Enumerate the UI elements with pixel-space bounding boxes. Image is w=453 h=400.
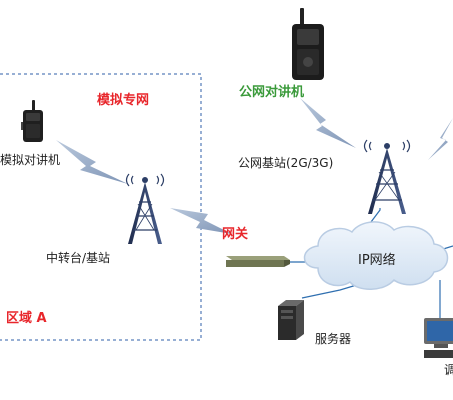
repeater-label: 中转台/基站 bbox=[46, 251, 111, 265]
region-a-zone-label: 区域 A bbox=[6, 311, 47, 326]
signal-bolt-icon bbox=[56, 140, 128, 184]
tower-icon bbox=[363, 139, 411, 214]
server-label: 服务器 bbox=[315, 332, 352, 346]
public-radio-title: 公网对讲机 bbox=[239, 85, 305, 100]
link-cloud-tower bbox=[367, 208, 381, 227]
public-base-label: 公网基站(2G/3G) bbox=[238, 156, 334, 170]
radio-icon bbox=[292, 8, 324, 80]
region-a-title: 模拟专网 bbox=[97, 93, 150, 108]
signal-bolt-icon bbox=[56, 98, 453, 234]
gateway-icon bbox=[226, 256, 290, 267]
signal-bolt-icon bbox=[300, 98, 356, 148]
link-cloud-server bbox=[301, 283, 361, 299]
cloud-icon bbox=[303, 221, 449, 290]
analog-radio-label: 模拟对讲机 bbox=[0, 153, 61, 167]
tower-icon bbox=[125, 173, 165, 244]
dispatch-label: 调 bbox=[444, 363, 453, 377]
ip-network-label: IP网络 bbox=[358, 253, 396, 268]
gateway-label: 网关 bbox=[222, 227, 249, 242]
server-icon bbox=[278, 300, 304, 340]
radio-icon bbox=[21, 100, 43, 142]
computer-icon bbox=[424, 318, 453, 358]
signal-bolt-icon bbox=[170, 208, 232, 234]
signal-bolt-icon bbox=[428, 118, 453, 160]
